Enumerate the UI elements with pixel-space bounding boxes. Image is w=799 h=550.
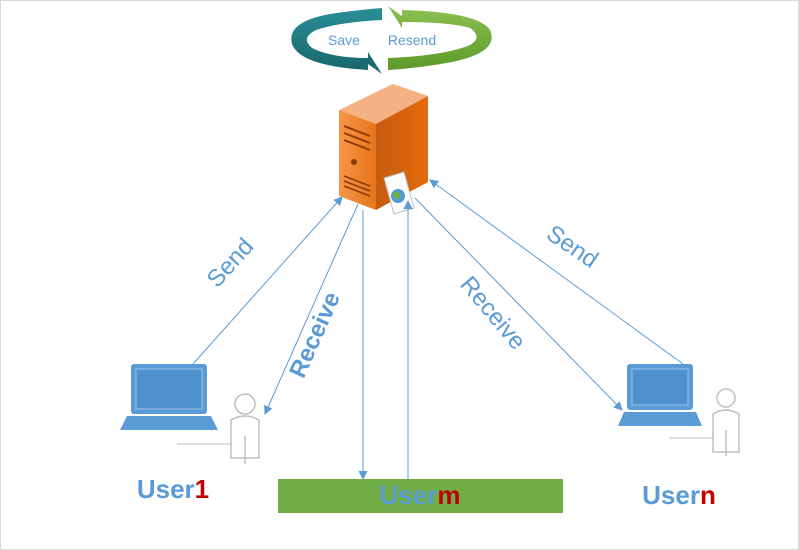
person-icon xyxy=(712,388,740,456)
person-icon xyxy=(230,393,260,464)
usern-label: Usern xyxy=(642,480,716,510)
laptop-icon xyxy=(120,364,218,430)
user1-label: User1 xyxy=(137,474,209,504)
save-label: Save xyxy=(328,32,360,48)
resend-label: Resend xyxy=(388,32,436,48)
userm-bar xyxy=(278,479,563,513)
laptop-icon xyxy=(618,364,702,426)
receive-arrow-user1 xyxy=(264,203,359,415)
send-arrow-user1 xyxy=(192,196,343,365)
receive-arrow-usern xyxy=(414,197,623,411)
cycle-arrows-icon xyxy=(291,6,492,74)
receive-label-left: Receive xyxy=(284,288,346,382)
send-label-left: Send xyxy=(202,233,260,293)
connection-lines xyxy=(192,179,684,480)
server-icon xyxy=(339,84,428,210)
send-arrow-usern xyxy=(429,179,684,365)
send-label-right: Send xyxy=(541,220,603,274)
receive-label-right: Receive xyxy=(455,271,531,355)
userm-label: Userm xyxy=(380,480,461,510)
